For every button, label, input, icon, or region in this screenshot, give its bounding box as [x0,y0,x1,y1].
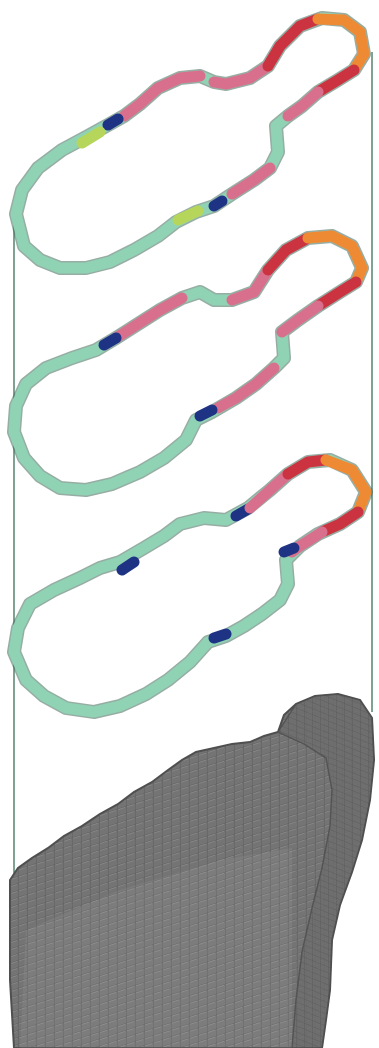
top-slice-red-segment-2 [312,64,360,98]
lower-slice [7,453,373,719]
lower-slice-outline [8,454,372,718]
middle-slice-navy-marker-2 [194,404,218,422]
top-slice-lime-marker [76,126,106,149]
connector-lines [13,52,373,880]
middle-slice [7,229,369,497]
lower-slice-navy-marker-3 [116,556,140,576]
top-slice-pink-segment-4 [226,162,276,200]
top-slice-outline [10,12,370,274]
middle-slice-pink-segment-3 [276,300,324,338]
lower-slice-red-segment-2 [316,506,364,538]
lower-slice-navy-marker-4 [208,628,232,644]
voxel-volume-shading [20,848,292,1048]
top-slice-navy-marker-2 [208,195,228,212]
top-slice-lime-marker-2 [172,205,204,226]
middle-slice-pink-segment [110,292,188,344]
top-slice-pink-segment-3 [282,86,324,122]
top-slice-pink-segment-2 [208,60,274,90]
top-slice [9,11,371,275]
middle-slice-red-segment-2 [312,276,362,312]
middle-slice-pink-segment-4 [212,362,280,414]
voxel-volume [9,692,376,1048]
middle-slice-pink-segment-2 [226,264,274,306]
lower-slice-red-segment [282,454,332,480]
top-slice-pink-segment [118,70,206,122]
middle-slice-red-segment [262,232,314,276]
top-slice-navy-marker [102,113,124,131]
lower-slice-navy-marker-2 [278,542,300,558]
top-slice-red-segment [262,13,324,72]
voxel-volume-shoulder [276,693,375,1048]
top-slice-orange-segment [312,13,370,76]
middle-slice-orange-segment [302,230,368,288]
lower-slice-orange-segment [320,454,372,518]
lower-slice-pink-segment [244,468,294,514]
slice-layers [7,11,373,719]
middle-slice-navy-marker [98,332,122,351]
